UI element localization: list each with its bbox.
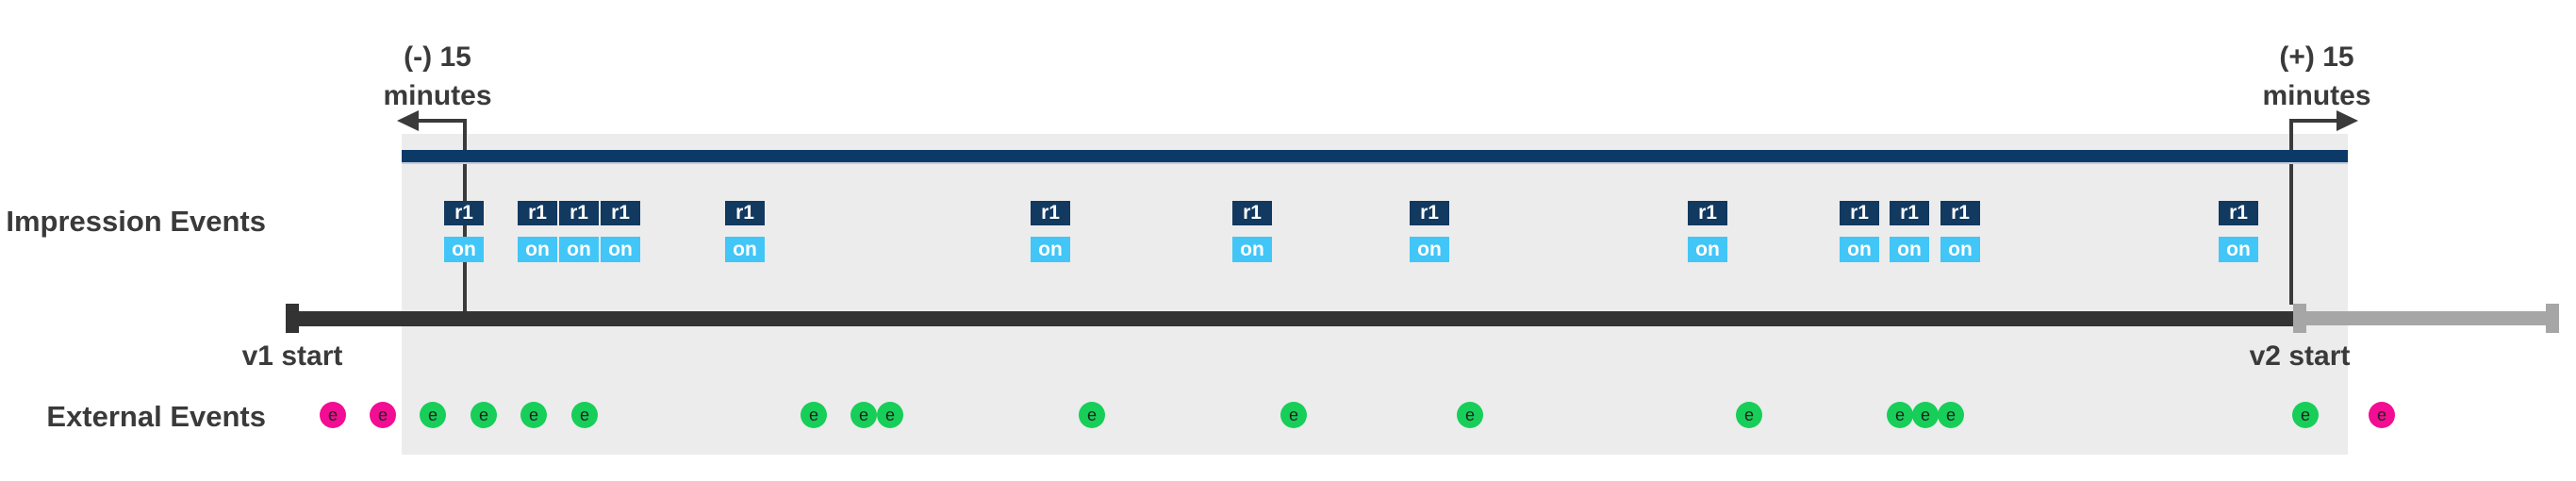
- impression-on-box: on: [559, 237, 599, 262]
- impression-r1-box: r1: [601, 201, 640, 225]
- external-event-dot-green: e: [520, 402, 547, 428]
- external-event-dot-green: e: [1736, 402, 1762, 428]
- impression-on-box: on: [725, 237, 765, 262]
- impression-r1-box: r1: [1688, 201, 1727, 225]
- impression-event-group: r1 on: [1890, 201, 1929, 262]
- timeline-v2-bar: [2306, 311, 2559, 325]
- impression-event-group: r1 on: [1410, 201, 1449, 262]
- external-event-dot-green: e: [471, 402, 497, 428]
- left-offset-arrow-line: [403, 119, 465, 123]
- impression-r1-box: r1: [725, 201, 765, 225]
- impression-r1-box: r1: [444, 201, 484, 225]
- impression-event-group: r1 on: [559, 201, 599, 262]
- external-event-dot-green: e: [1938, 402, 1964, 428]
- right-offset-drop-line: [2289, 119, 2293, 305]
- impression-on-box: on: [2219, 237, 2258, 262]
- impression-on-box: on: [1410, 237, 1449, 262]
- external-event-dot-green: e: [1457, 402, 1483, 428]
- impression-event-group: r1 on: [1232, 201, 1272, 262]
- impression-on-box: on: [518, 237, 557, 262]
- right-offset-line1: (+) 15: [2279, 41, 2354, 73]
- v2-start-label: v2 start: [2249, 340, 2351, 372]
- external-event-dot-green: e: [2292, 402, 2319, 428]
- impression-r1-box: r1: [1940, 201, 1980, 225]
- external-event-dot-magenta: e: [320, 402, 346, 428]
- external-event-dot-green: e: [877, 402, 903, 428]
- impression-r1-box: r1: [2219, 201, 2258, 225]
- impression-event-group: r1 on: [1940, 201, 1980, 262]
- external-event-dot-green: e: [420, 402, 446, 428]
- impression-event-group: r1 on: [1031, 201, 1070, 262]
- impression-event-group: r1 on: [444, 201, 484, 262]
- external-events-row-label: External Events: [46, 400, 266, 433]
- impression-event-group: r1 on: [601, 201, 640, 262]
- impression-event-group: r1 on: [2219, 201, 2258, 262]
- v1-start-label: v1 start: [241, 340, 343, 372]
- right-arrow-icon: [2337, 110, 2358, 131]
- impression-r1-box: r1: [1031, 201, 1070, 225]
- right-offset-line2: minutes: [2262, 80, 2371, 111]
- impression-on-box: on: [1031, 237, 1070, 262]
- impression-event-group: r1 on: [1840, 201, 1879, 262]
- right-offset-arrow-line: [2291, 119, 2340, 123]
- timeline-end-tick: [2546, 304, 2559, 333]
- external-event-dot-green: e: [571, 402, 598, 428]
- left-offset-line1: (-) 15: [404, 41, 471, 73]
- left-offset-label: (-) 15 minutes: [324, 38, 551, 115]
- impression-r1-box: r1: [1890, 201, 1929, 225]
- v2-start-tick: [2293, 304, 2306, 333]
- right-offset-label: (+) 15 minutes: [2204, 38, 2430, 115]
- external-event-dot-magenta: e: [370, 402, 396, 428]
- impression-on-box: on: [444, 237, 484, 262]
- timeline-v1-bar: [286, 311, 2293, 326]
- version-navy-bar: [402, 150, 2348, 164]
- impression-on-box: on: [1232, 237, 1272, 262]
- impression-on-box: on: [1840, 237, 1879, 262]
- impression-events-row-label: Impression Events: [6, 205, 266, 238]
- impression-r1-box: r1: [1232, 201, 1272, 225]
- external-event-dot-green: e: [850, 402, 877, 428]
- impression-r1-box: r1: [559, 201, 599, 225]
- left-arrow-icon: [397, 110, 419, 131]
- external-event-dot-green: e: [1079, 402, 1105, 428]
- impression-event-group: r1 on: [1688, 201, 1727, 262]
- impression-r1-box: r1: [518, 201, 557, 225]
- impression-r1-box: r1: [1410, 201, 1449, 225]
- impression-event-group: r1 on: [518, 201, 557, 262]
- external-event-dot-green: e: [801, 402, 827, 428]
- left-offset-line2: minutes: [383, 80, 492, 111]
- impression-on-box: on: [601, 237, 640, 262]
- external-event-dot-magenta: e: [2369, 402, 2395, 428]
- external-event-dot-green: e: [1912, 402, 1939, 428]
- external-event-dot-green: e: [1887, 402, 1913, 428]
- external-event-dot-green: e: [1280, 402, 1307, 428]
- impression-on-box: on: [1940, 237, 1980, 262]
- impression-on-box: on: [1688, 237, 1727, 262]
- v1-start-tick: [286, 304, 299, 333]
- impression-event-group: r1 on: [725, 201, 765, 262]
- impression-on-box: on: [1890, 237, 1929, 262]
- impression-r1-box: r1: [1840, 201, 1879, 225]
- highlight-band: [402, 134, 2348, 455]
